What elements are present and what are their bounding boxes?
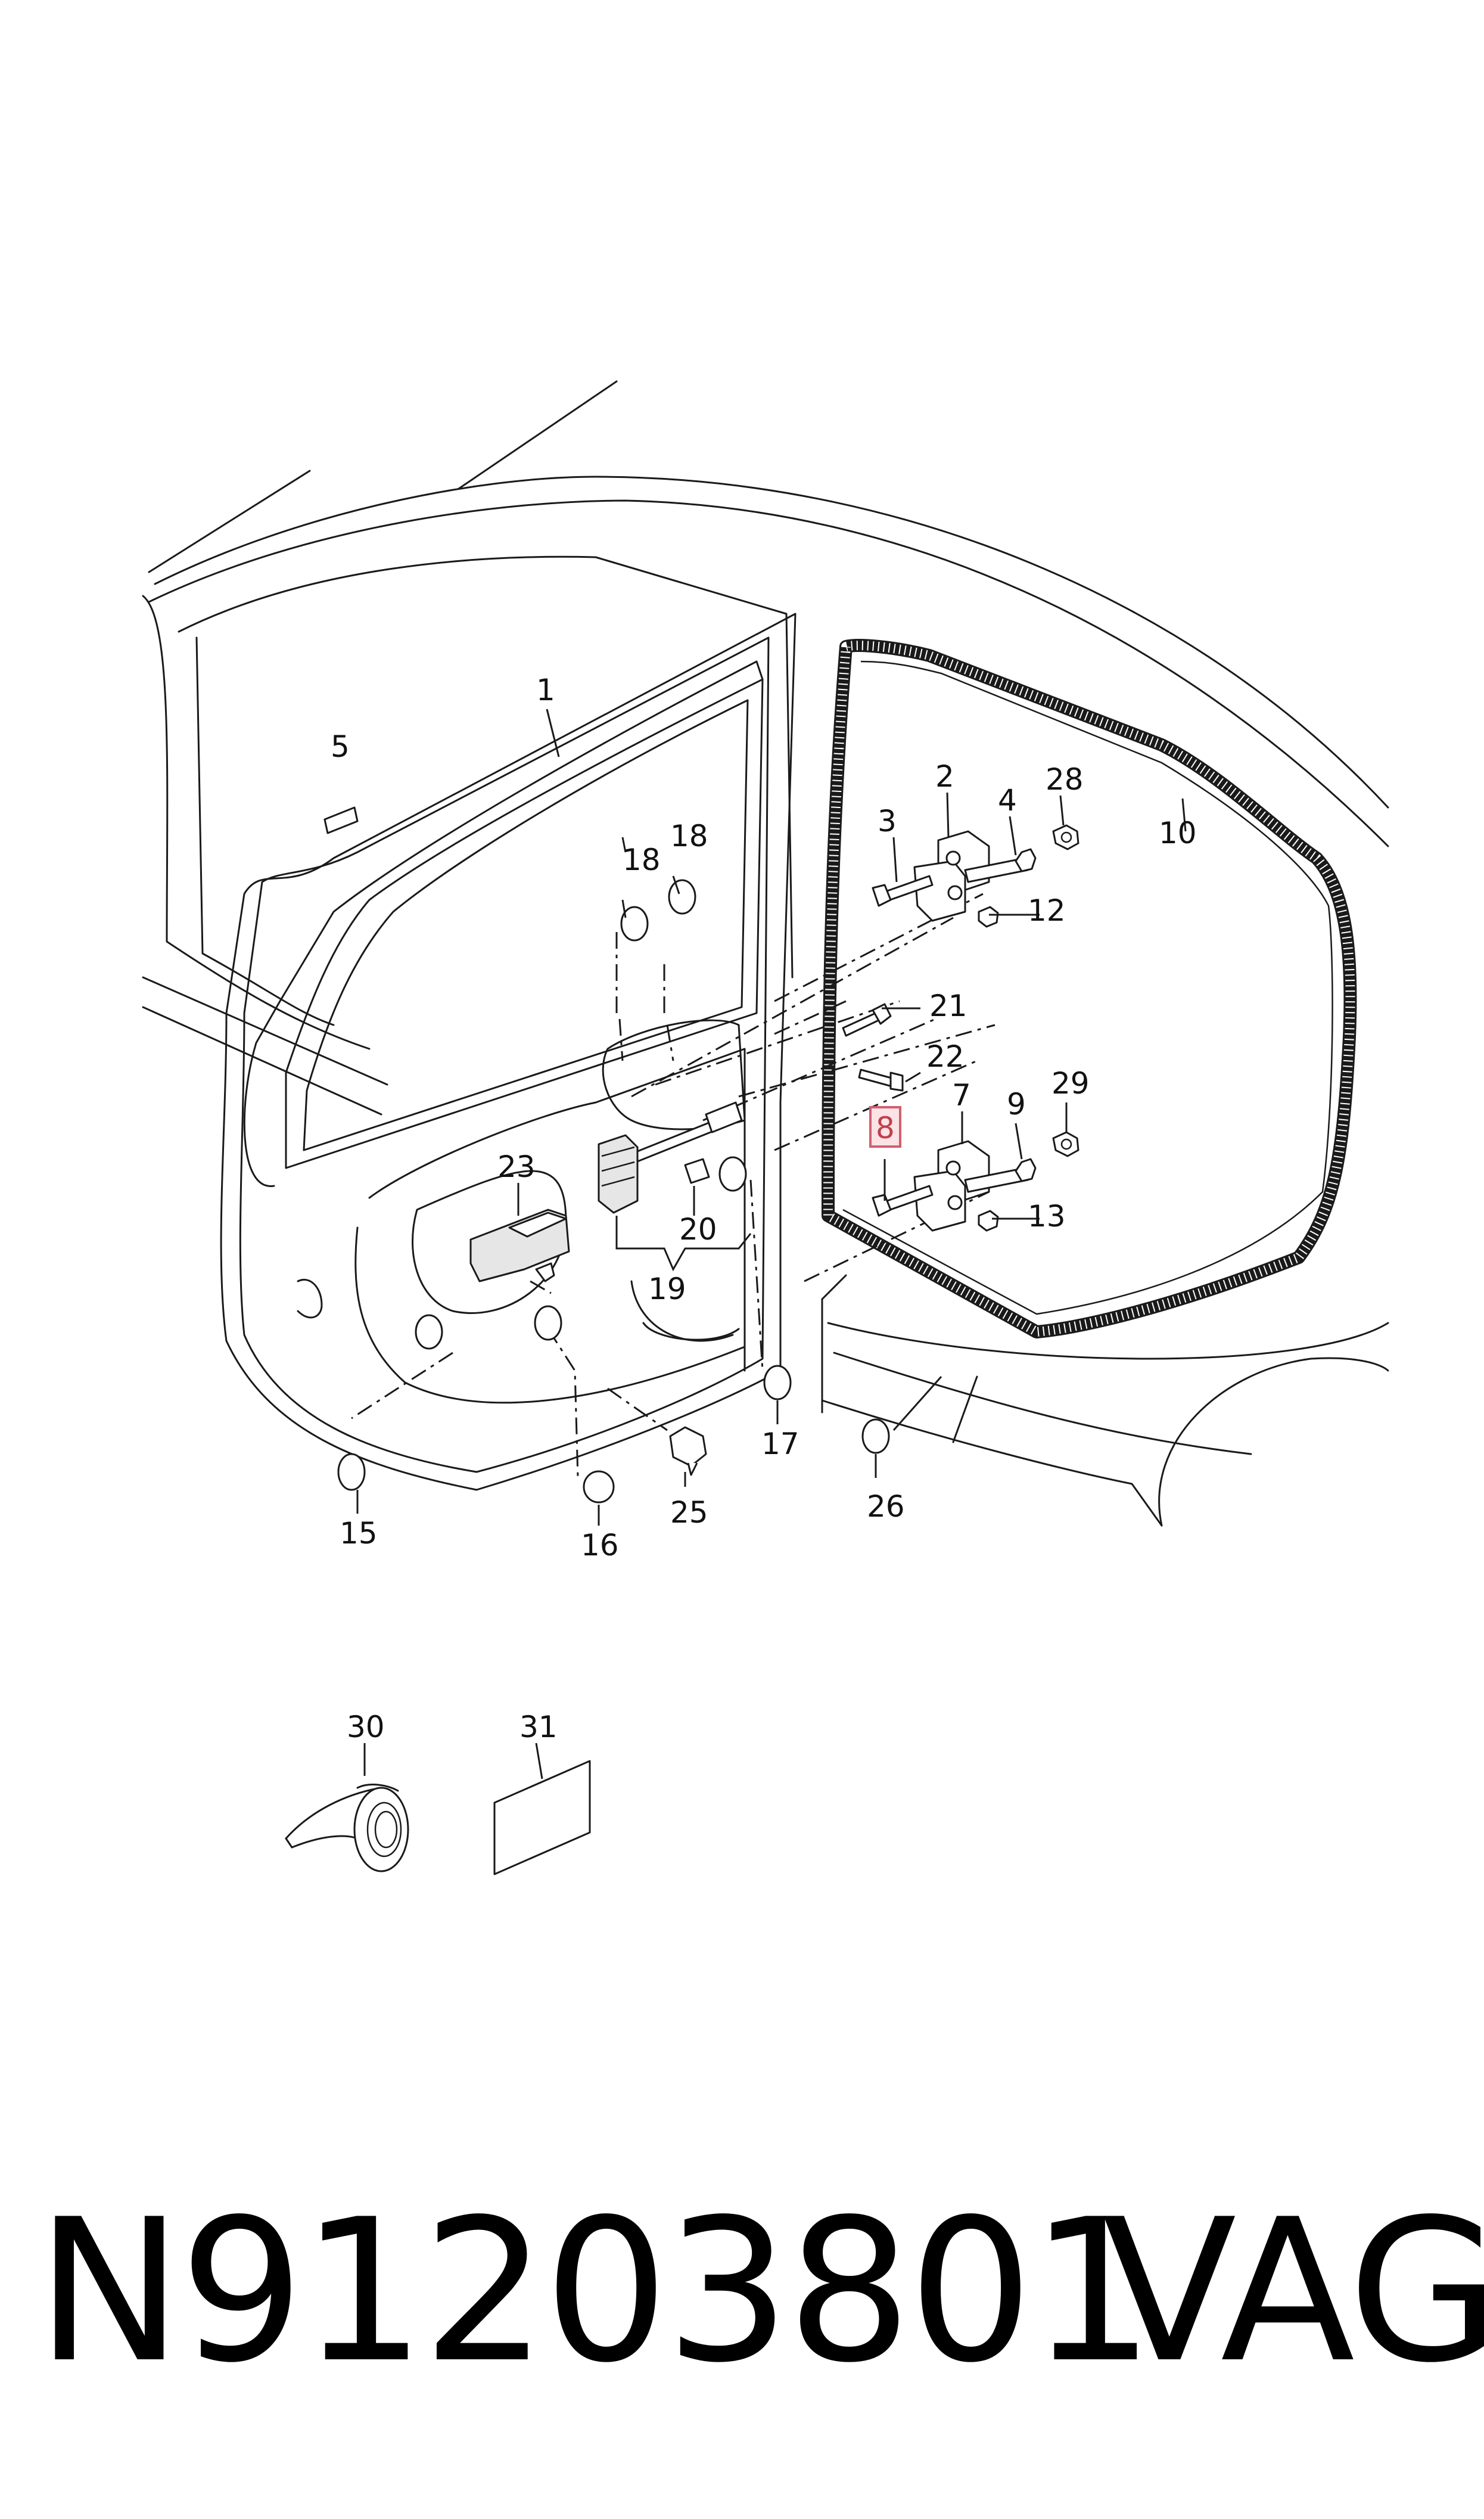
callout-1: 1 — [536, 673, 555, 707]
callout-18b: 18 — [670, 819, 708, 853]
door-check-19 — [598, 1101, 743, 1214]
bolt-4 — [1015, 848, 1037, 872]
brand-name: VAG — [1102, 2177, 1484, 2406]
nut-29 — [1052, 1131, 1079, 1157]
callout-19: 19 — [648, 1272, 686, 1306]
callout-12: 12 — [1028, 893, 1066, 928]
tape-roll-30 — [285, 1784, 409, 1872]
leader-lines — [356, 709, 1187, 1779]
callout-25: 25 — [670, 1495, 708, 1530]
bolt-9 — [1015, 1158, 1037, 1182]
bolt-3 — [872, 875, 934, 907]
door-shell-1 — [220, 613, 797, 1491]
callout-15: 15 — [340, 1516, 378, 1551]
callout-23: 23 — [497, 1150, 536, 1184]
bolt-8 — [872, 1185, 934, 1217]
callout-3: 3 — [878, 804, 897, 838]
callout-8: 8 — [876, 1111, 895, 1145]
highlight-box-8 — [869, 1106, 901, 1148]
callout-31: 31 — [519, 1710, 558, 1744]
pad-31 — [493, 1760, 591, 1875]
nut-12 — [978, 906, 999, 928]
callout-21: 21 — [929, 989, 967, 1023]
callout-7: 7 — [952, 1078, 971, 1113]
callout-29: 29 — [1051, 1066, 1090, 1101]
bolt-22 — [858, 1069, 904, 1092]
callout-9: 9 — [1007, 1087, 1026, 1122]
lower-hinge-7 — [913, 1140, 1029, 1232]
callout-16: 16 — [581, 1528, 619, 1563]
callout-17: 17 — [761, 1427, 799, 1461]
stop-20 — [684, 1158, 710, 1184]
callout-4: 4 — [998, 783, 1017, 818]
callout-13: 13 — [1028, 1199, 1066, 1234]
callout-10: 10 — [1159, 816, 1197, 850]
nut-28 — [1052, 824, 1079, 850]
assembly-lines — [351, 893, 995, 1479]
plugs — [337, 879, 890, 1504]
callout-30: 30 — [347, 1710, 385, 1744]
callout-28: 28 — [1046, 762, 1084, 797]
callout-18a: 18 — [623, 843, 661, 877]
nut-13 — [978, 1210, 999, 1232]
car-body-outline — [142, 380, 1389, 1527]
callout-labels: 1 2 3 4 5 7 8 9 10 12 13 15 16 17 18 18 … — [331, 673, 1197, 1744]
callout-26: 26 — [867, 1489, 905, 1524]
upper-hinge-2 — [913, 830, 1029, 922]
callout-22: 22 — [926, 1039, 965, 1074]
part-number: N91203801 — [36, 2177, 1155, 2406]
label-5 — [323, 806, 359, 834]
callout-5: 5 — [331, 729, 350, 764]
callout-2: 2 — [935, 759, 954, 794]
handle-23 — [469, 1209, 570, 1282]
door-seal-10 — [822, 639, 1357, 1338]
callout-20: 20 — [679, 1212, 717, 1247]
